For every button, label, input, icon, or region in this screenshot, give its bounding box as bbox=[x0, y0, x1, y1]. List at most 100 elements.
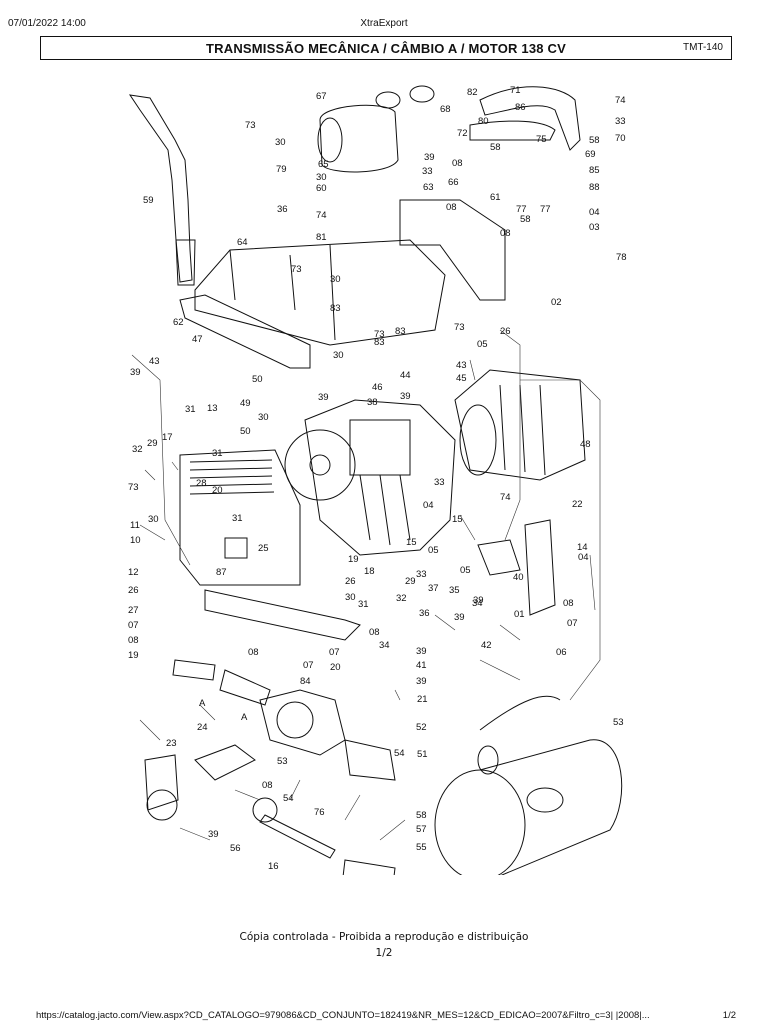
part-callout: 63 bbox=[423, 182, 434, 193]
hood-panel bbox=[194, 239, 446, 346]
part-callout: 73 bbox=[291, 264, 302, 275]
part-callout: 03 bbox=[589, 222, 600, 233]
part-callout: 01 bbox=[514, 609, 525, 620]
part-callout: 29 bbox=[405, 576, 416, 587]
part-callout: 87 bbox=[216, 567, 227, 578]
part-callout: 74 bbox=[615, 95, 626, 106]
part-callout: 60 bbox=[316, 183, 327, 194]
part-callout: 48 bbox=[580, 439, 591, 450]
part-callout: 32 bbox=[396, 593, 407, 604]
part-callout: 65 bbox=[318, 159, 329, 170]
part-callout: 59 bbox=[143, 195, 154, 206]
part-callout: 58 bbox=[589, 135, 600, 146]
part-callout: 15 bbox=[452, 514, 463, 525]
engine-block bbox=[304, 399, 456, 556]
part-callout: 50 bbox=[240, 426, 251, 437]
part-callout: 30 bbox=[345, 592, 356, 603]
part-callout: 49 bbox=[240, 398, 251, 409]
part-callout: 33 bbox=[434, 477, 445, 488]
part-callout: 26 bbox=[500, 326, 511, 337]
title-box: TRANSMISSÃO MECÂNICA / CÂMBIO A / MOTOR … bbox=[40, 36, 732, 60]
part-callout: 34 bbox=[472, 598, 483, 609]
print-app-name: XtraExport bbox=[360, 18, 408, 29]
part-callout: 23 bbox=[166, 738, 177, 749]
part-callout: 56 bbox=[230, 843, 241, 854]
part-callout: 71 bbox=[510, 85, 521, 96]
part-callout: 08 bbox=[500, 228, 511, 239]
part-callout: 36 bbox=[277, 204, 288, 215]
part-callout: 41 bbox=[416, 660, 427, 671]
part-callout: 54 bbox=[283, 793, 294, 804]
part-callout: 51 bbox=[417, 749, 428, 760]
part-callout: 33 bbox=[615, 116, 626, 127]
part-callout: 73 bbox=[245, 120, 256, 131]
part-callout: 57 bbox=[416, 824, 427, 835]
part-callout: 46 bbox=[372, 382, 383, 393]
part-callout: 72 bbox=[457, 128, 468, 139]
part-callout: 05 bbox=[460, 565, 471, 576]
part-callout: 17 bbox=[162, 432, 173, 443]
part-callout: 07 bbox=[329, 647, 340, 658]
part-callout: 39 bbox=[130, 367, 141, 378]
sheet-page-number: 1/2 bbox=[375, 947, 393, 959]
print-page-count: 1/2 bbox=[722, 1010, 736, 1021]
part-callout: 30 bbox=[258, 412, 269, 423]
part-callout: 30 bbox=[316, 172, 327, 183]
part-callout: 08 bbox=[248, 647, 259, 658]
part-callout: 69 bbox=[585, 149, 596, 160]
part-callout: 68 bbox=[440, 104, 451, 115]
part-callout: 43 bbox=[456, 360, 467, 371]
part-callout: 73 bbox=[128, 482, 139, 493]
part-callout: 13 bbox=[207, 403, 218, 414]
part-callout: 39 bbox=[424, 152, 435, 163]
part-callout: 73 bbox=[374, 329, 385, 340]
part-callout: 39 bbox=[208, 829, 219, 840]
part-callout: 05 bbox=[428, 545, 439, 556]
part-callout: 36 bbox=[419, 608, 430, 619]
part-callout: 04 bbox=[423, 500, 434, 511]
part-callout: 42 bbox=[481, 640, 492, 651]
part-callout: 26 bbox=[128, 585, 139, 596]
part-callout: 34 bbox=[379, 640, 390, 651]
part-callout: 39 bbox=[318, 392, 329, 403]
controlled-copy-notice: Cópia controlada - Proibida a reprodução… bbox=[239, 931, 529, 943]
part-callout: 80 bbox=[478, 116, 489, 127]
part-callout: 86 bbox=[515, 102, 526, 113]
part-callout: 30 bbox=[330, 274, 341, 285]
differential bbox=[259, 689, 346, 756]
part-callout: 31 bbox=[232, 513, 243, 524]
part-callout: 05 bbox=[477, 339, 488, 350]
exhaust-pipe bbox=[128, 94, 193, 283]
part-callout: 32 bbox=[132, 444, 143, 455]
part-callout: 08 bbox=[262, 780, 273, 791]
part-callout: 12 bbox=[128, 567, 139, 578]
part-callout: 83 bbox=[395, 326, 406, 337]
part-callout: 06 bbox=[556, 647, 567, 658]
part-callout: 10 bbox=[130, 535, 141, 546]
part-callout: 33 bbox=[422, 166, 433, 177]
air-filter bbox=[319, 104, 399, 173]
part-callout: 07 bbox=[567, 618, 578, 629]
part-callout: 53 bbox=[613, 717, 624, 728]
part-callout: 74 bbox=[500, 492, 511, 503]
part-callout: 58 bbox=[490, 142, 501, 153]
part-callout: 04 bbox=[578, 552, 589, 563]
part-callout: 70 bbox=[615, 133, 626, 144]
part-callout: 35 bbox=[449, 585, 460, 596]
part-callout: 84 bbox=[300, 676, 311, 687]
part-callout: 75 bbox=[536, 134, 547, 145]
part-callout: 07 bbox=[128, 620, 139, 631]
part-callout: 29 bbox=[147, 438, 158, 449]
part-callout: 58 bbox=[520, 214, 531, 225]
part-callout: 25 bbox=[258, 543, 269, 554]
part-callout: 33 bbox=[416, 569, 427, 580]
part-callout: 77 bbox=[516, 204, 527, 215]
part-callout: 44 bbox=[400, 370, 411, 381]
part-callout: 73 bbox=[454, 322, 465, 333]
part-callout: 39 bbox=[473, 595, 484, 606]
part-callout: 15 bbox=[406, 537, 417, 548]
part-callout: 19 bbox=[128, 650, 139, 661]
part-callout: 08 bbox=[563, 598, 574, 609]
part-callout: 39 bbox=[400, 391, 411, 402]
